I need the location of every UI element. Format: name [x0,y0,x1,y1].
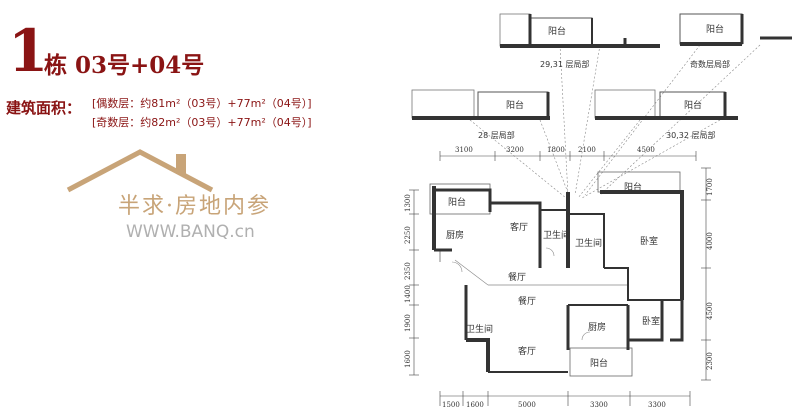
detail-3-caption: 28 层局部 [478,130,515,140]
detail-plan-30-32: 阳台 30,32 层局部 [594,89,738,140]
dim-top-1: 3100 [455,146,473,154]
dim-right-2: 4000 [706,232,714,250]
room-kitchen-s: 厨房 [588,321,606,333]
room-balcony-ne: 阳台 [624,181,642,193]
dim-top-3: 1800 [547,146,565,154]
area-even-floors: [偶数层：约81m²（03号）+77m²（04号）] [92,97,312,110]
dim-bottom-2: 1600 [466,401,484,409]
detail-2-room: 阳台 [706,23,724,35]
room-living-n: 客厅 [510,221,528,233]
room-dining-s: 餐厅 [518,295,536,307]
dim-bottom-4: 3300 [590,401,608,409]
dimension-bottom: 1500 1600 5000 3300 3300 [439,391,691,409]
area-odd-floors: [奇数层：约82m²（03号）+77m²（04号）] [92,116,312,129]
dim-right-4: 2300 [706,352,714,370]
dimension-right: 1700 4000 4500 2300 [701,167,714,381]
room-bath-sw: 卫生间 [466,323,493,335]
detail-1-room: 阳台 [548,25,566,37]
dim-bottom-1: 1500 [442,401,460,409]
dim-right-1: 1700 [706,178,714,196]
main-plan-walls [429,171,684,377]
dim-left-1: 1300 [404,194,412,212]
room-dining-n: 餐厅 [508,271,526,283]
watermark-url: WWW.BANQ.cn [126,222,255,242]
dim-left-2: 2250 [404,226,412,244]
room-balcony-nw: 阳台 [448,196,466,208]
projection-lines [469,44,761,199]
dim-top-5: 4500 [637,146,655,154]
dim-top-4: 2100 [578,146,596,154]
dim-left-6: 1600 [404,350,412,368]
room-bath-ne: 卫生间 [575,237,602,249]
dimension-top: 3100 3200 1800 2100 4500 [439,146,697,161]
building-number: 1 [8,17,49,85]
room-bedroom-se: 卧室 [642,315,660,327]
detail-3-room: 阳台 [506,99,524,111]
detail-plan-odd: 阳台 奇数层局部 [679,13,792,69]
room-bath-n: 卫生间 [543,229,570,241]
dim-left-3: 2350 [404,262,412,280]
dim-top-2: 3200 [506,146,524,154]
detail-4-room: 阳台 [684,99,702,111]
detail-2-caption: 奇数层局部 [690,59,730,69]
dim-bottom-3: 5000 [518,401,536,409]
area-label: 建筑面积： [6,99,82,117]
detail-plan-28: 阳台 28 层局部 [411,89,550,140]
watermark-house-icon [66,149,214,193]
dim-bottom-5: 3300 [648,401,666,409]
room-kitchen-w: 厨房 [446,229,464,241]
dim-left-4: 1400 [404,285,412,303]
detail-plan-29-31: 阳台 29,31 层局部 [499,13,660,69]
watermark-title: 半求·房地内参 [118,194,271,219]
dim-left-5: 1900 [404,314,412,332]
room-labels: 阳台 厨房 客厅 卫生间 卫生间 卧室 阳台 餐厅 餐厅 卫生间 厨房 卧室 客… [446,181,660,369]
building-title: 栋 03号+04号 [44,52,205,79]
dim-right-3: 4500 [706,302,714,320]
room-bedroom-ne: 卧室 [640,235,658,247]
dimension-left: 1300 2250 2350 1400 1900 1600 [404,189,419,376]
detail-1-caption: 29,31 层局部 [540,59,589,69]
room-living-s: 客厅 [518,345,536,357]
detail-4-caption: 30,32 层局部 [666,130,715,140]
room-balcony-s: 阳台 [590,357,608,369]
